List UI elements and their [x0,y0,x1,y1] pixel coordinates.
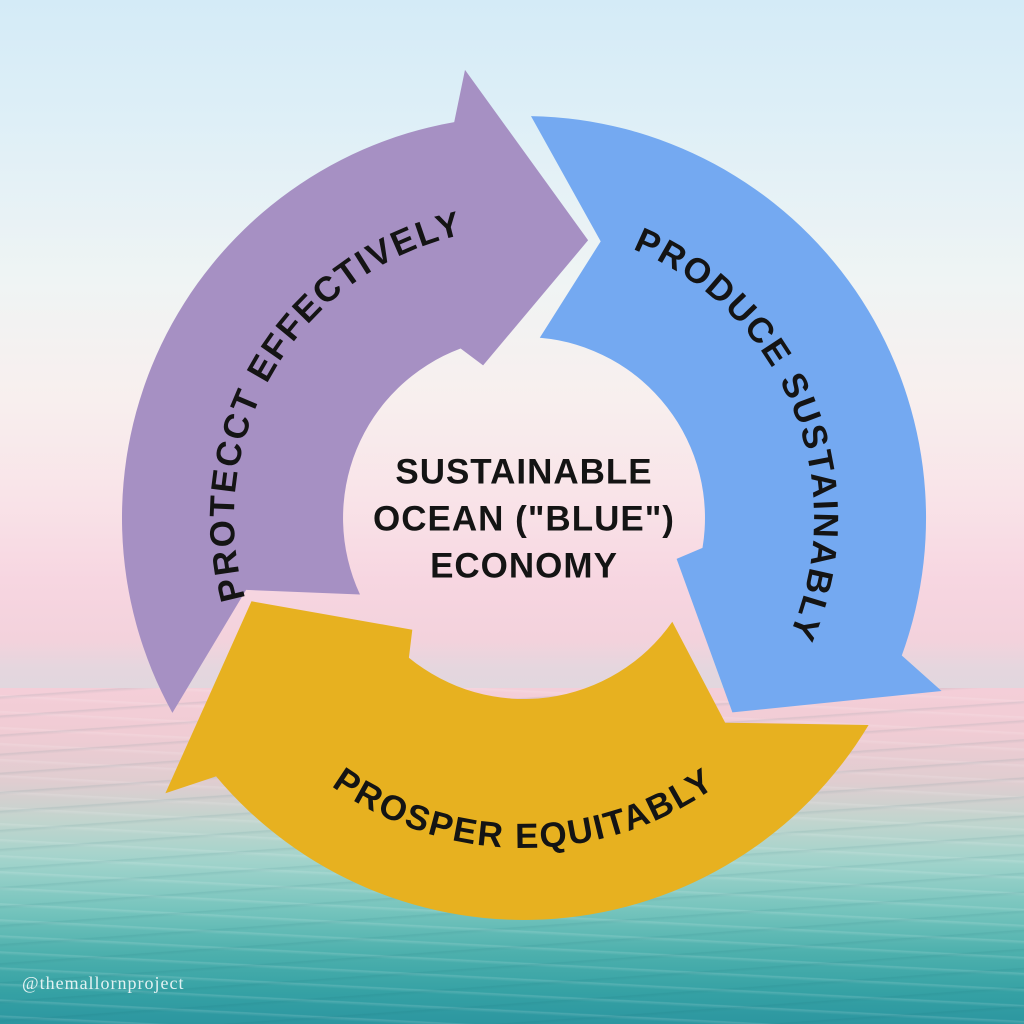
center-title-line-3: ECONOMY [430,546,618,586]
watermark-handle: @themallornproject [22,973,185,993]
diagram-center-title: SUSTAINABLE OCEAN ("BLUE") ECONOMY [344,449,704,590]
arrow-prosper-equitably [165,601,869,920]
arrow-produce-sustainably [531,116,942,713]
arrow-protect-effectively [121,69,589,713]
center-title-line-1: SUSTAINABLE [395,452,653,492]
center-title-line-2: OCEAN ("BLUE") [373,499,675,539]
